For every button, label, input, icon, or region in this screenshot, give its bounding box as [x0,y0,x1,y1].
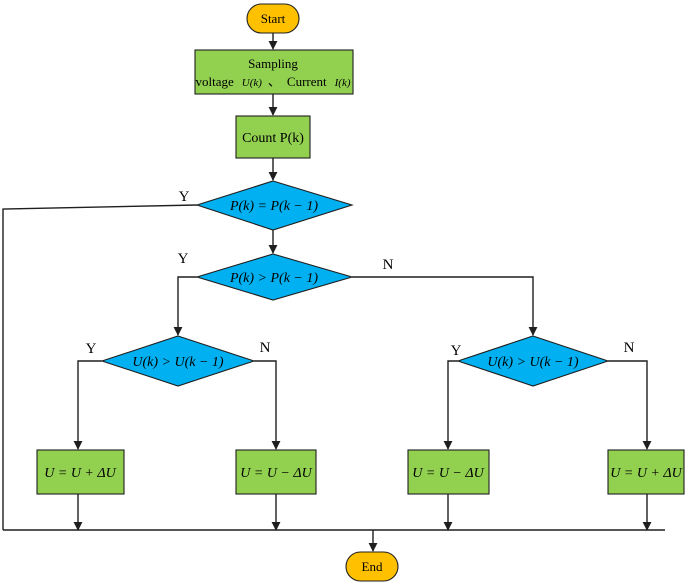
sampling-voltage-symbol: U(k) [242,77,262,89]
sampling-separator: 、 [268,74,281,89]
branch-label-equal-yes: Y [179,189,190,205]
branch-label-power-no: N [383,257,394,273]
edge-volt-right-yes [443,360,458,450]
sampling-current-symbol: I(k) [334,77,351,89]
action-box-2: U = U − ΔU [235,449,317,495]
edge-volt-left-no [254,360,281,450]
decision-voltage-left: U(k) > U(k − 1) [100,335,256,387]
sampling-title: Sampling [248,56,298,71]
sampling-current-label: Current [287,74,327,89]
decision-voltage-left-label: U(k) > U(k − 1) [132,355,224,370]
action-box-3: U = U − ΔU [407,449,490,495]
decision-power-equal-label: P(k) = P(k − 1) [229,199,318,214]
edge-power-yes [173,276,197,336]
branch-label-power-yes: Y [178,251,189,267]
edge-power-no [352,276,538,336]
edge-volt-left-yes [73,360,102,450]
end-label: End [362,559,383,574]
end-terminal: End [345,551,399,582]
branch-label-volt-left-yes: Y [86,341,97,357]
action-1-label: U = U + ΔU [44,466,116,481]
decision-power-greater-label: P(k) > P(k − 1) [229,271,318,286]
branch-label-volt-right-yes: Y [451,343,462,359]
edge-equal-yes-bypass [2,204,198,530]
decision-power-greater: P(k) > P(k − 1) [195,253,354,301]
decision-voltage-right-label: U(k) > U(k − 1) [487,355,579,370]
count-label: Count P(k) [242,131,304,146]
count-box: Count P(k) [235,115,311,159]
branch-label-volt-left-no: N [260,340,271,356]
decision-voltage-right: U(k) > U(k − 1) [456,335,610,387]
start-label: Start [261,11,286,26]
branch-label-volt-right-no: N [624,340,635,356]
sampling-detail: voltage U(k) 、 Current I(k) [195,73,350,90]
sampling-box: Sampling voltage U(k) 、 Current I(k) [194,49,354,95]
connectors [2,33,665,552]
action-box-4: U = U + ΔU [607,449,685,495]
decision-power-equal: P(k) = P(k − 1) [195,180,354,231]
edge-volt-right-no [608,360,652,450]
start-terminal: Start [246,3,300,34]
sampling-voltage-label: voltage [195,74,233,89]
action-box-1: U = U + ΔU [36,449,125,495]
action-2-label: U = U − ΔU [240,466,312,481]
action-4-label: U = U + ΔU [610,466,682,481]
action-3-label: U = U − ΔU [412,466,484,481]
